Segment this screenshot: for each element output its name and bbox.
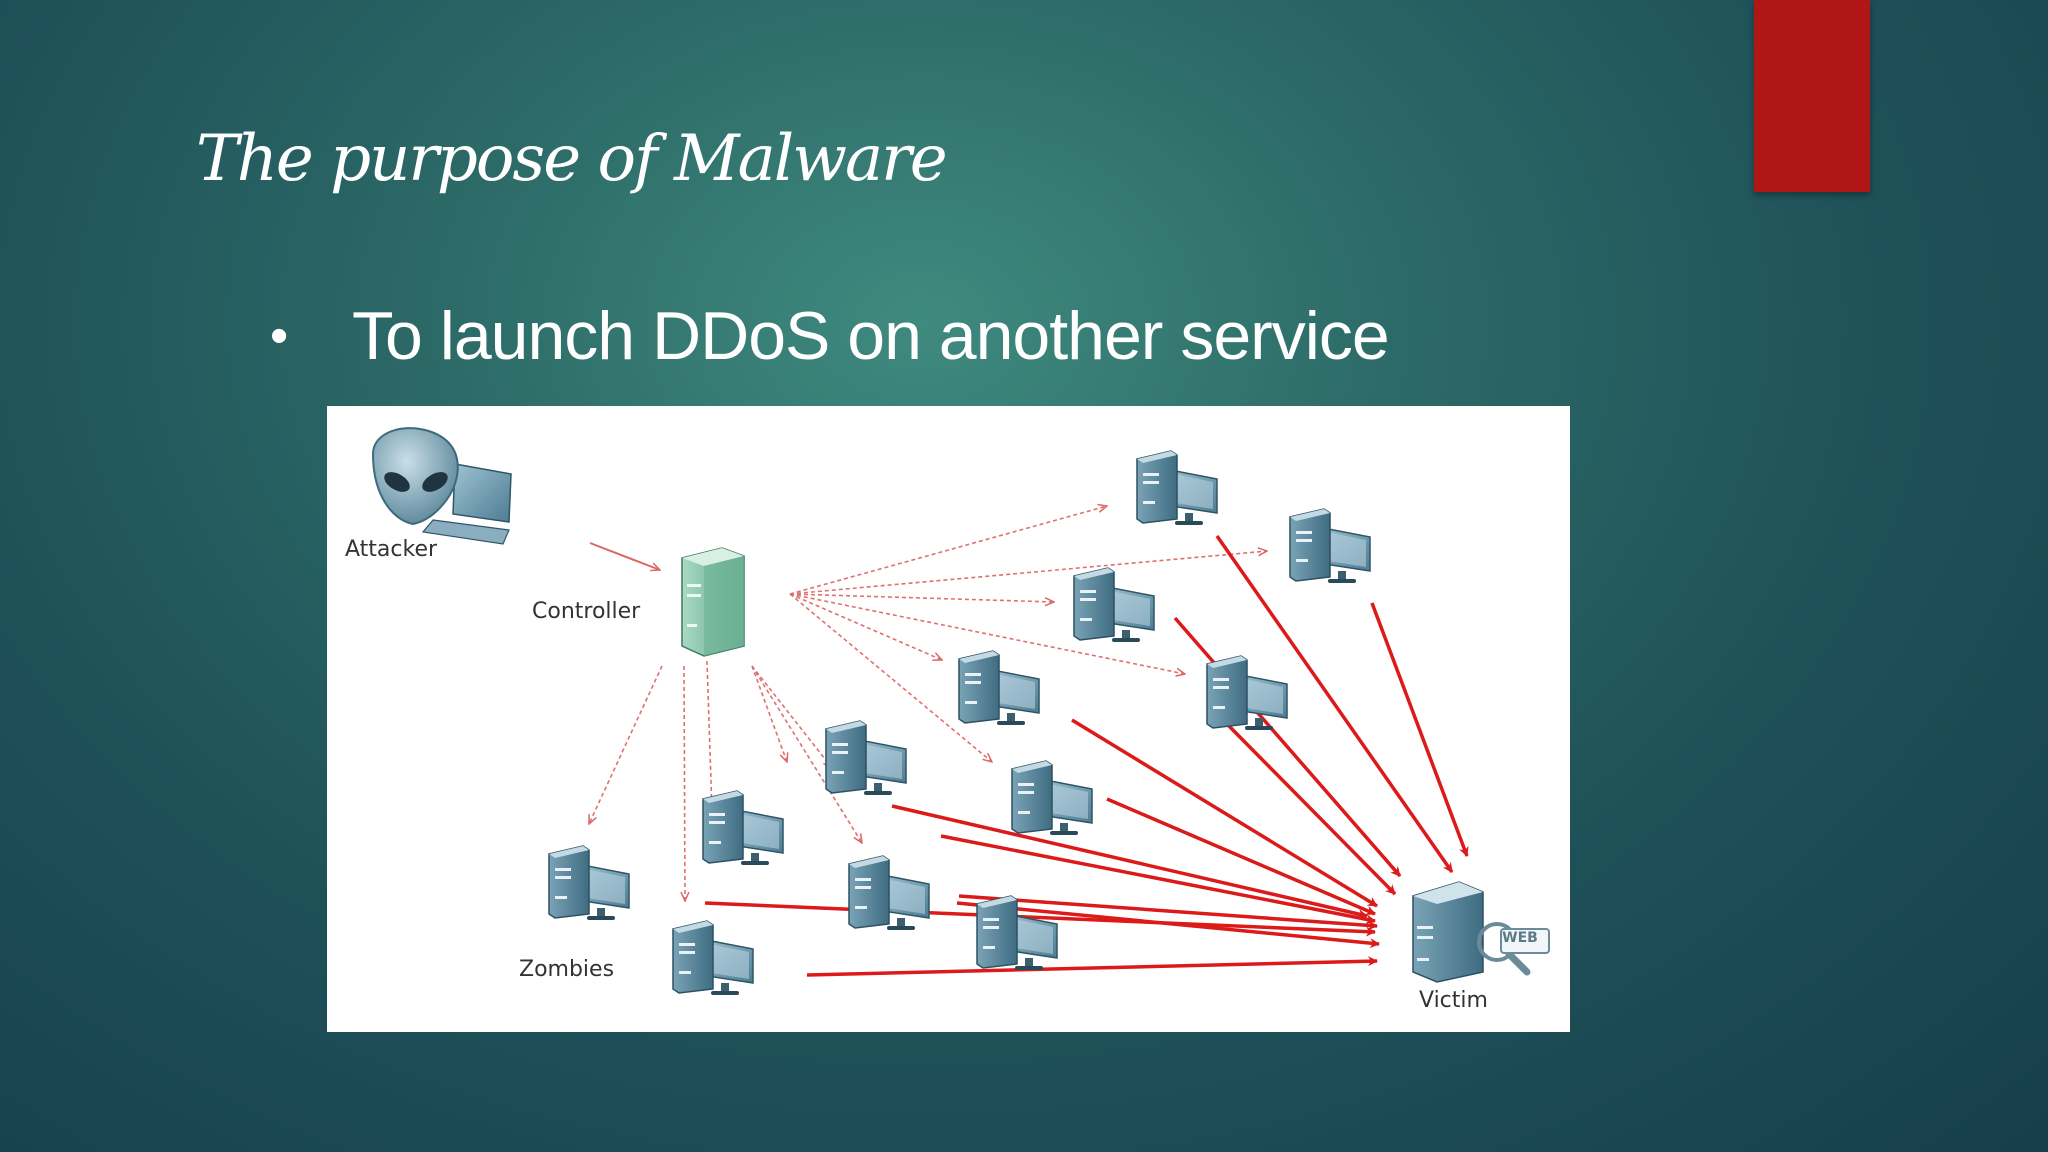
attack-edge <box>956 901 1380 949</box>
diagram-canvas: Attacker Controller Zombies Victim WEB <box>345 427 1550 1013</box>
attacker-label: Attacker <box>345 537 438 562</box>
zombie-2-computer-icon <box>1289 508 1371 583</box>
bullet-text: To launch DDoS on another service <box>352 298 1390 374</box>
control-edge <box>684 665 685 901</box>
ddos-diagram: Attacker Controller Zombies Victim WEB <box>327 406 1570 1032</box>
zombie-5-computer-icon <box>958 650 1040 725</box>
attack-edge <box>1071 718 1378 908</box>
control-edge <box>789 506 1107 595</box>
victim-web-server-icon <box>1412 881 1550 983</box>
victim-label: Victim <box>1419 988 1488 1013</box>
attack-edge <box>958 894 1378 931</box>
attack-edge <box>940 834 1376 925</box>
control-edge <box>589 665 663 824</box>
attack-edge <box>1106 797 1376 916</box>
attack-edge <box>704 901 1376 937</box>
zombie-10-computer-icon <box>548 845 630 920</box>
slide-title: The purpose of Malware <box>196 122 948 196</box>
control-edge <box>789 593 942 660</box>
attack-edge <box>1225 722 1397 896</box>
zombie-6-computer-icon <box>825 720 907 795</box>
web-badge-label: WEB <box>1502 930 1538 946</box>
zombie-7-computer-icon <box>1011 760 1093 835</box>
zombie-8-computer-icon <box>702 790 784 865</box>
control-edge <box>706 660 712 812</box>
control-edge <box>751 665 832 768</box>
controller-label: Controller <box>532 599 641 624</box>
attack-edge <box>1173 616 1402 878</box>
control-edge <box>789 551 1267 595</box>
attack-edge <box>1215 534 1454 874</box>
attack-edge <box>1370 602 1469 857</box>
accent-bar <box>1754 0 1870 192</box>
attack-edge <box>891 804 1368 919</box>
command-edge <box>589 542 660 570</box>
zombie-12-computer-icon <box>976 895 1058 970</box>
control-edge <box>789 593 1054 602</box>
zombie-11-computer-icon <box>672 920 754 995</box>
attacker-alien-icon <box>371 427 512 545</box>
nodes-layer <box>371 427 1550 995</box>
zombies-label: Zombies <box>519 957 614 982</box>
bullet-item: • To launch DDoS on another service <box>270 296 1390 376</box>
zombie-4-computer-icon <box>1206 655 1288 730</box>
zombie-1-computer-icon <box>1136 450 1218 525</box>
controller-server-icon <box>681 547 745 657</box>
control-edge <box>751 665 787 762</box>
zombie-9-computer-icon <box>848 855 930 930</box>
zombie-3-computer-icon <box>1073 567 1155 642</box>
edges-layer <box>589 506 1469 977</box>
attack-edge <box>806 956 1378 977</box>
control-edge <box>789 593 992 762</box>
bullet-dot: • <box>270 307 289 365</box>
